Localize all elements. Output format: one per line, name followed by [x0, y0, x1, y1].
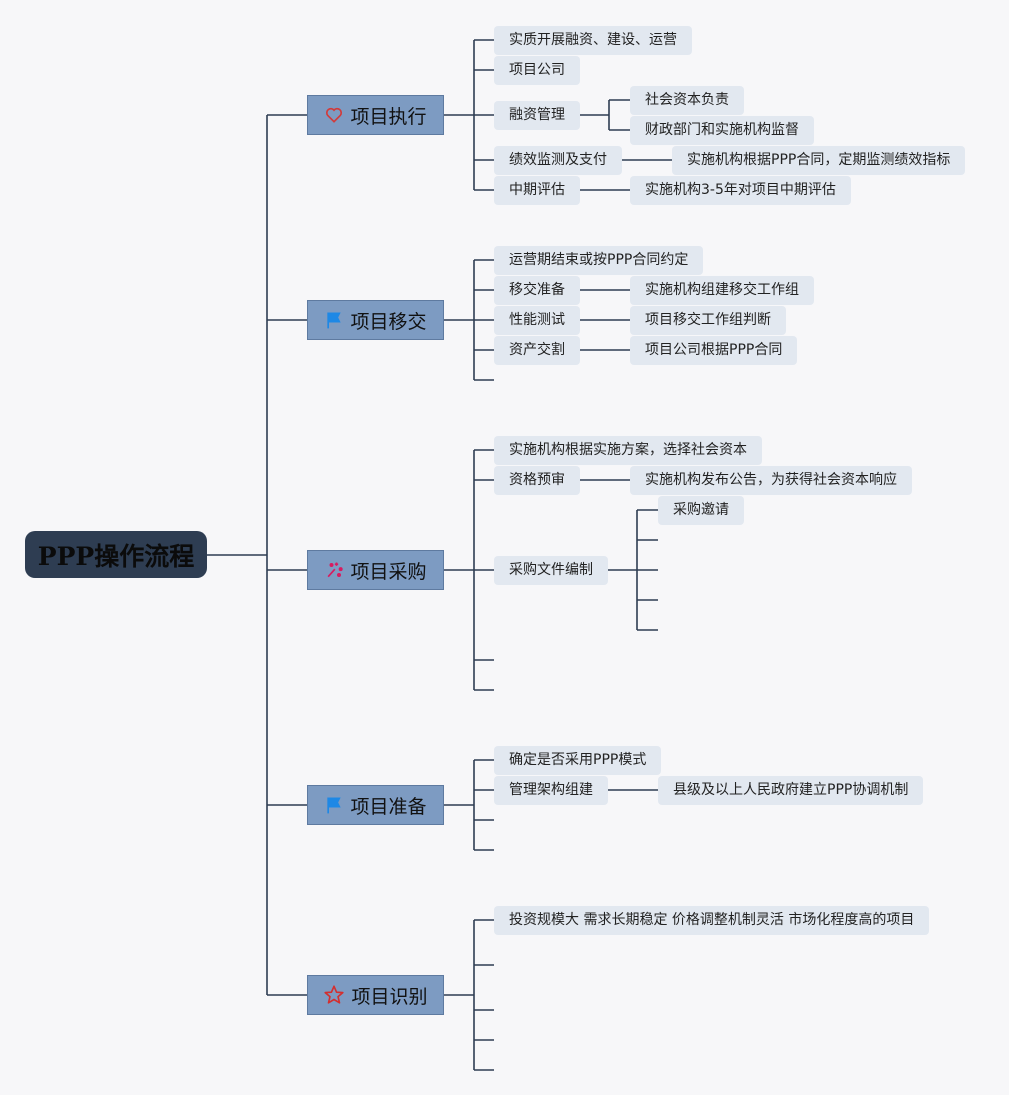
branch-label: 项目识别	[351, 985, 428, 1008]
heart-icon	[324, 105, 344, 125]
leaf-node[interactable]: 资格预审	[494, 466, 580, 495]
leaf-node[interactable]: 财政部门和实施机构监督	[630, 116, 814, 145]
leaf-node[interactable]: 投资规模大 需求长期稳定 价格调整机制灵活 市场化程度高的项目	[494, 906, 930, 935]
branch-project-identification[interactable]: 项目识别	[307, 975, 444, 1015]
branch-label: 项目移交	[350, 310, 427, 333]
leaf-node[interactable]: 采购文件编制	[494, 556, 608, 585]
leaf-node[interactable]: 项目公司根据PPP合同	[630, 336, 798, 365]
leaf-node[interactable]: 县级及以上人民政府建立PPP协调机制	[658, 776, 924, 805]
branch-project-preparation[interactable]: 项目准备	[307, 785, 444, 825]
leaf-node[interactable]: 融资管理	[494, 101, 580, 130]
branch-project-transfer[interactable]: 项目移交	[307, 300, 444, 340]
leaf-node[interactable]: 管理架构组建	[494, 776, 608, 805]
leaf-node[interactable]: 实质开展融资、建设、运营	[494, 26, 692, 55]
sparkle-icon	[324, 560, 344, 580]
leaf-node[interactable]: 实施机构3-5年对项目中期评估	[630, 176, 851, 205]
leaf-node[interactable]: 确定是否采用PPP模式	[494, 746, 662, 775]
leaf-node[interactable]: 绩效监测及支付	[494, 146, 622, 175]
branch-label: 项目执行	[350, 105, 427, 128]
flag-icon	[324, 310, 344, 330]
leaf-node[interactable]: 移交准备	[494, 276, 580, 305]
leaf-node[interactable]: 中期评估	[494, 176, 580, 205]
leaf-node[interactable]: 采购邀请	[658, 496, 744, 525]
leaf-node[interactable]: 项目移交工作组判断	[630, 306, 786, 335]
leaf-node[interactable]: 实施机构发布公告，为获得社会资本响应	[630, 466, 912, 495]
root-node[interactable]: PPP操作流程	[25, 531, 207, 578]
leaf-node[interactable]: 实施机构组建移交工作组	[630, 276, 814, 305]
leaf-node[interactable]: 项目公司	[494, 56, 580, 85]
leaf-node[interactable]: 社会资本负责	[630, 86, 744, 115]
flag-icon	[324, 795, 344, 815]
leaf-node[interactable]: 运营期结束或按PPP合同约定	[494, 246, 704, 275]
leaf-node[interactable]: 资产交割	[494, 336, 580, 365]
leaf-node[interactable]: 性能测试	[494, 306, 580, 335]
branch-label: 项目采购	[350, 560, 427, 583]
branch-label: 项目准备	[350, 795, 427, 818]
leaf-node[interactable]: 实施机构根据PPP合同，定期监测绩效指标	[672, 146, 966, 175]
branch-project-procurement[interactable]: 项目采购	[307, 550, 444, 590]
branch-project-execution[interactable]: 项目执行	[307, 95, 444, 135]
star-icon	[323, 984, 345, 1006]
leaf-node[interactable]: 实施机构根据实施方案，选择社会资本	[494, 436, 762, 465]
